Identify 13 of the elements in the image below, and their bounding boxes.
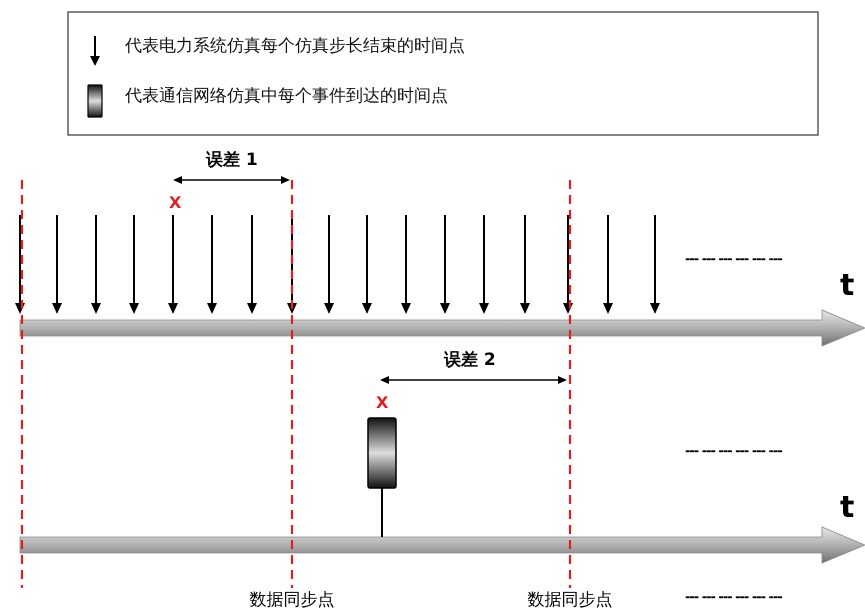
sync-point-label: 数据同步点 [528, 590, 612, 610]
error-label: 误差 1 [206, 150, 258, 170]
legend-text: 代表通信网络仿真中每个事件到达的时间点 [125, 86, 448, 106]
x-mark: X [169, 193, 182, 212]
legend-text: 代表电力系统仿真每个仿真步长结束的时间点 [125, 36, 465, 56]
ellipsis-text: --- --- --- --- --- --- [685, 590, 782, 606]
time-axis-label: t [840, 490, 854, 526]
sync-point-label: 数据同步点 [250, 590, 334, 610]
ellipsis-text: --- --- --- --- --- --- [685, 444, 782, 460]
x-mark: X [376, 393, 388, 412]
ellipsis-text: --- --- --- --- --- --- [685, 252, 782, 268]
error-label: 误差 2 [444, 350, 496, 370]
time-axis-label: t [840, 268, 854, 304]
